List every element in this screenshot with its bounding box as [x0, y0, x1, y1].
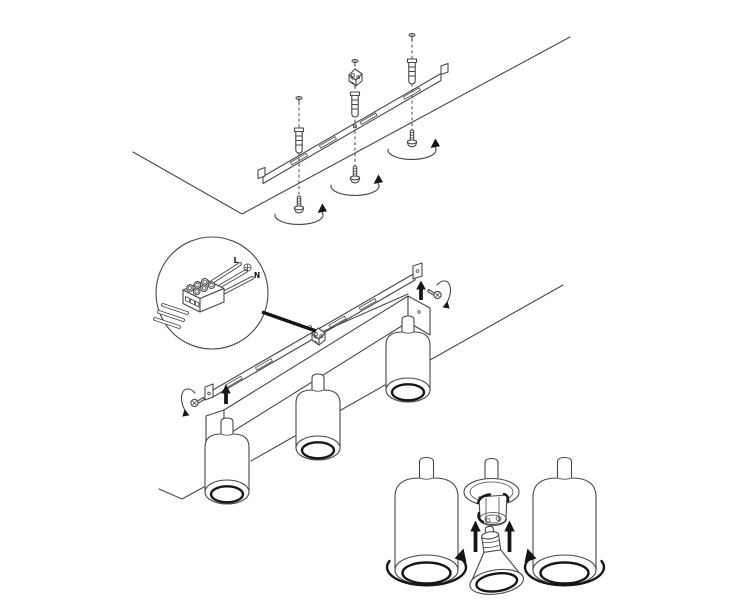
gu10-bulb-icon: [469, 525, 525, 595]
rail-slot: [254, 358, 273, 371]
mounting-point-left: [274, 95, 328, 226]
rail-cable-hole: [352, 124, 357, 129]
rail-slot: [318, 136, 337, 149]
mounting-rail: [257, 62, 449, 185]
terminal-screws: [186, 277, 216, 296]
rail-slot: [402, 87, 422, 100]
lift-arrow-left: [221, 384, 231, 404]
shade-removed: [393, 456, 460, 587]
mounting-screw-icon: [406, 129, 418, 148]
mounting-screw-icon: [349, 165, 361, 184]
ceiling-plane: [132, 36, 571, 215]
wiring-detail-circle: L N: [153, 236, 269, 350]
marking-pin-icon: [295, 95, 303, 104]
rail-slot: [358, 298, 377, 311]
wire-label-live: L: [234, 256, 239, 265]
gu10-socket-icon: [463, 457, 520, 526]
wire-stubs: [153, 303, 189, 329]
supply-wires: [210, 262, 254, 296]
terminal-block-icon: [182, 277, 225, 313]
rail-slot: [328, 315, 347, 329]
insert-arrow-right: [504, 520, 515, 552]
clamp-screw-icon: [351, 58, 359, 67]
leader-line: [261, 310, 317, 333]
wall-anchor-icon: [293, 127, 305, 154]
rail-end-tab-left: [257, 166, 266, 180]
cable-clamp-icon: [348, 68, 363, 87]
side-fixing-screw-left: [180, 388, 205, 418]
rail-end-tab-right: [412, 262, 423, 280]
insert-arrow-left: [470, 520, 481, 552]
shade-rotation-arrow-right: [523, 548, 606, 587]
earth-symbol-icon: [243, 263, 252, 272]
marking-pin-icon: [408, 32, 416, 41]
side-fixing-screw-right: [427, 280, 452, 310]
figure-bulb-installation: [385, 456, 606, 595]
shade-rotation-arrow-left: [385, 548, 468, 587]
mounting-point-center: [330, 58, 384, 197]
wire-label-neutral: N: [254, 271, 260, 280]
rail-end-tab-right: [440, 62, 449, 76]
rail-slot: [359, 112, 378, 126]
rail-slot: [289, 152, 309, 166]
lift-arrow-right: [416, 280, 426, 300]
figure-ceiling-mounting: [132, 32, 571, 226]
figure-fixture-attachment: L N: [153, 236, 564, 506]
wall-anchor-icon: [349, 91, 361, 118]
shade-reattached: [531, 456, 598, 587]
ceiling-plane: [158, 284, 564, 500]
side-screw-hole: [417, 310, 421, 314]
mounting-screw-icon: [293, 195, 305, 214]
wall-anchor-icon: [406, 58, 418, 85]
